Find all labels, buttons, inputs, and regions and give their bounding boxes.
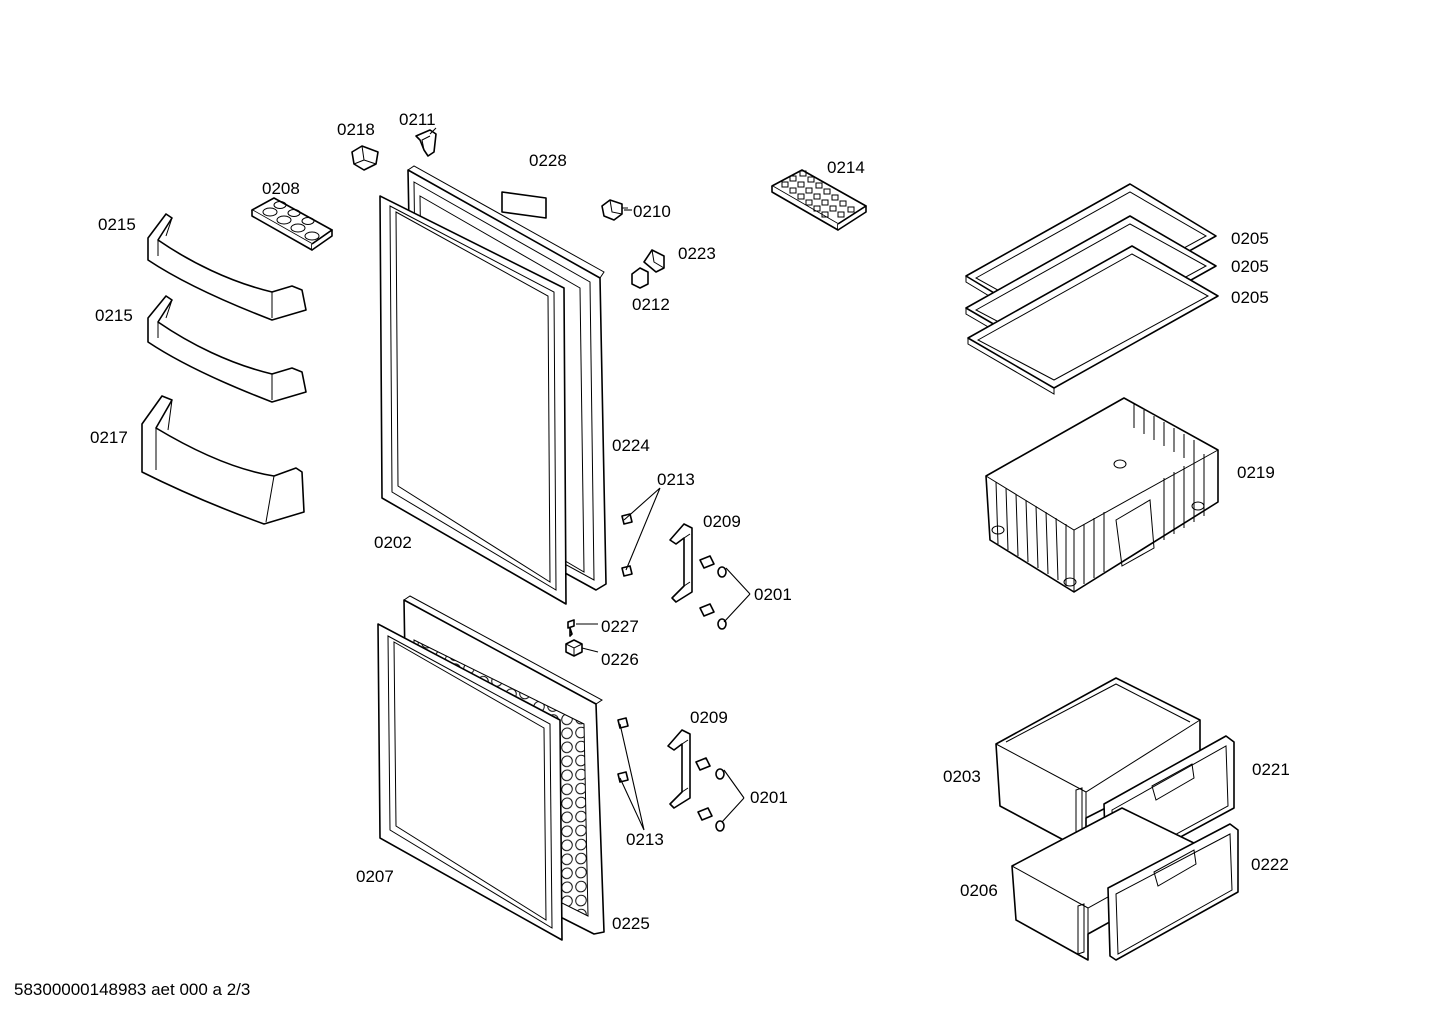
label-0228: 0228 bbox=[529, 151, 567, 170]
label-0226: 0226 bbox=[601, 650, 639, 669]
label-0205-2: 0205 bbox=[1231, 257, 1269, 276]
hinge-part-0223 bbox=[643, 249, 665, 273]
handle-0209-lower bbox=[667, 729, 691, 809]
door-shelf-0215-bottom bbox=[147, 295, 307, 403]
hinge-0211 bbox=[415, 129, 437, 157]
screws-caps-0201-lower bbox=[695, 757, 725, 832]
handle-0209-upper bbox=[669, 523, 693, 603]
label-0218: 0218 bbox=[337, 120, 375, 139]
label-0201-upper: 0201 bbox=[754, 585, 792, 604]
label-0223: 0223 bbox=[678, 244, 716, 263]
label-0207: 0207 bbox=[356, 867, 394, 886]
door-gasket-0207 bbox=[377, 623, 563, 941]
label-0213-lower: 0213 bbox=[626, 830, 664, 849]
hinge-part-0210 bbox=[601, 199, 628, 221]
block-0226 bbox=[565, 639, 583, 657]
label-0222: 0222 bbox=[1251, 855, 1289, 874]
screw-0213-upper bbox=[621, 513, 633, 577]
screw-0213-lower bbox=[617, 717, 629, 783]
drawer-front-0222 bbox=[1107, 823, 1239, 961]
label-0219: 0219 bbox=[1237, 463, 1275, 482]
label-0210: 0210 bbox=[633, 202, 671, 221]
label-0221: 0221 bbox=[1252, 760, 1290, 779]
label-0217: 0217 bbox=[90, 428, 128, 447]
label-0215-bottom: 0215 bbox=[95, 306, 133, 325]
label-0214: 0214 bbox=[827, 158, 865, 177]
pin-0227 bbox=[567, 619, 575, 637]
freezer-basket-0219 bbox=[985, 397, 1219, 593]
label-0215-top: 0215 bbox=[98, 215, 136, 234]
drawing-reference-footer: 58300000148983 aet 000 a 2/3 bbox=[14, 980, 251, 999]
bottle-shelf-0217 bbox=[141, 395, 305, 525]
label-0227: 0227 bbox=[601, 617, 639, 636]
part-labels: 0218 0211 0228 0214 0208 0215 0215 0217 … bbox=[90, 110, 1290, 933]
glass-shelf-0205-bottom bbox=[967, 245, 1219, 395]
label-0208: 0208 bbox=[262, 179, 300, 198]
egg-tray-0208 bbox=[251, 197, 333, 251]
door-shelf-0215-top bbox=[147, 213, 307, 321]
leader-lines bbox=[429, 127, 751, 831]
label-0205-3: 0205 bbox=[1231, 288, 1269, 307]
label-0201-lower: 0201 bbox=[750, 788, 788, 807]
label-0224: 0224 bbox=[612, 436, 650, 455]
label-0212: 0212 bbox=[632, 295, 670, 314]
screws-caps-0201-upper bbox=[699, 555, 727, 630]
rating-plate-0228 bbox=[501, 191, 547, 219]
label-0209-lower: 0209 bbox=[690, 708, 728, 727]
label-0206: 0206 bbox=[960, 881, 998, 900]
hinge-part-0212 bbox=[631, 267, 649, 289]
door-gasket-0202 bbox=[379, 195, 567, 605]
hinge-cover-0218 bbox=[351, 145, 379, 171]
label-0225: 0225 bbox=[612, 914, 650, 933]
label-0211: 0211 bbox=[399, 110, 436, 129]
label-0203: 0203 bbox=[943, 767, 981, 786]
label-0213-upper: 0213 bbox=[657, 470, 695, 489]
label-0205-1: 0205 bbox=[1231, 229, 1269, 248]
ice-tray-0214 bbox=[771, 169, 867, 231]
label-0202: 0202 bbox=[374, 533, 412, 552]
label-0209-upper: 0209 bbox=[703, 512, 741, 531]
